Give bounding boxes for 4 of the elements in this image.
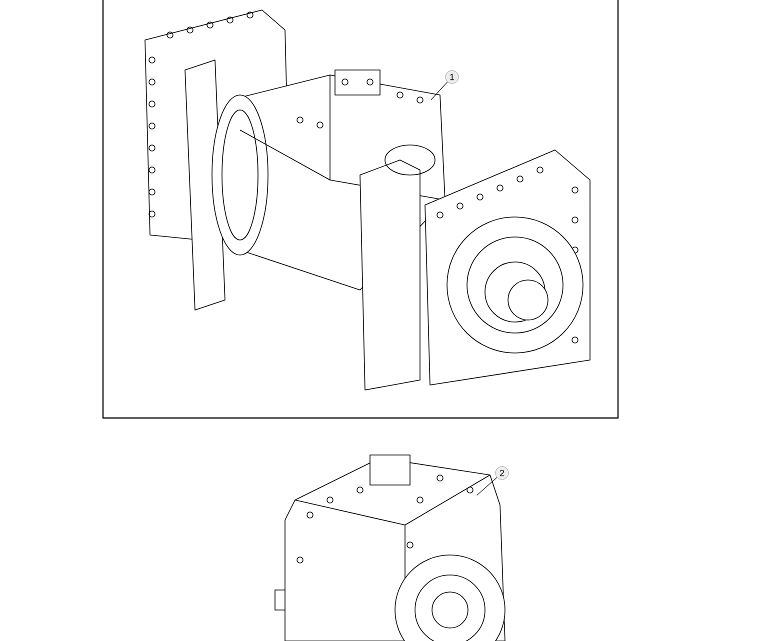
- transmission-drawing: [274, 454, 506, 641]
- transmission-drawing: [144, 10, 590, 390]
- callout-number: 2: [495, 466, 509, 480]
- leader-line: [430, 82, 448, 100]
